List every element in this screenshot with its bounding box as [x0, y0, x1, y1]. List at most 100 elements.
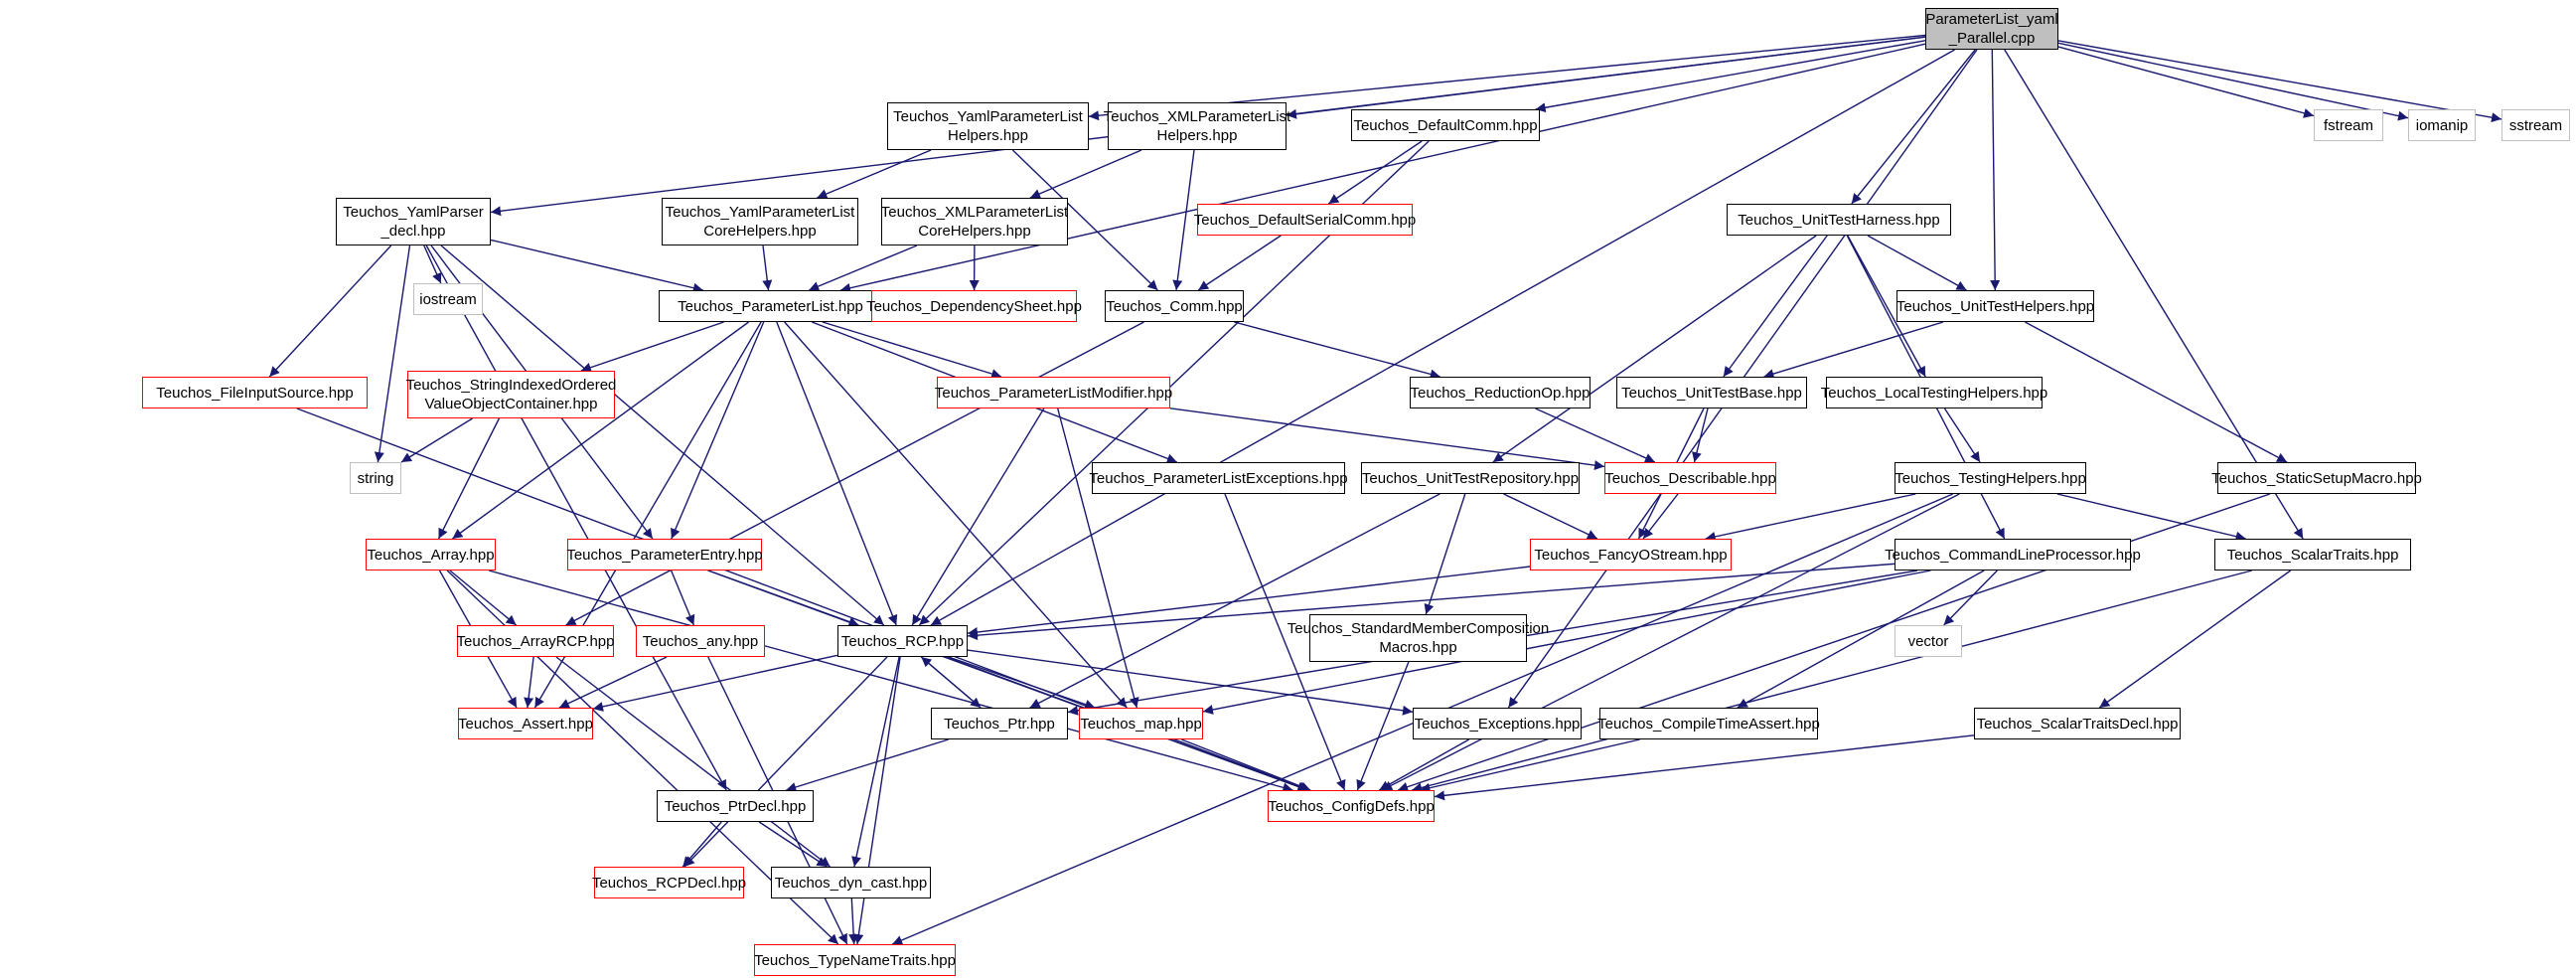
edge-cmdline-to-rcp: [967, 563, 1895, 641]
node-typenametraits[interactable]: Teuchos_TypeNameTraits.hpp: [754, 944, 956, 976]
edge-arrayrcp-to-dyncast: [555, 656, 832, 868]
node-reductionop[interactable]: Teuchos_ReductionOp.hpp: [1410, 377, 1591, 408]
edge-cmdline-to-map: [1202, 570, 1931, 715]
edge-ptr-to-ptrdecl: [786, 738, 949, 792]
node-array[interactable]: Teuchos_Array.hpp: [366, 539, 496, 570]
edge-root-to-fstream: [2057, 46, 2315, 118]
node-yamlparser[interactable]: Teuchos_YamlParser _decl.hpp: [336, 198, 491, 245]
edge-scalartraits-to-configdefs: [1412, 570, 2252, 793]
edge-localtesting-to-testinghelpers: [1943, 408, 1981, 463]
node-xmlcore[interactable]: Teuchos_XMLParameterList CoreHelpers.hpp: [881, 198, 1068, 245]
edge-paramlist-to-map: [784, 321, 1128, 709]
node-scalartraitsdecl[interactable]: Teuchos_ScalarTraitsDecl.hpp: [1974, 708, 2181, 739]
node-scalartraits[interactable]: Teuchos_ScalarTraits.hpp: [2214, 539, 2411, 570]
node-unittestrepo[interactable]: Teuchos_UnitTestRepository.hpp: [1361, 462, 1580, 494]
edge-unittesthelpers-to-unittestbase: [1763, 321, 1944, 379]
edge-testinghelpers-to-fancyostream: [1705, 493, 1916, 542]
node-iomanip: iomanip: [2408, 109, 2476, 141]
edge-testinghelpers-to-scalartraits: [2056, 493, 2246, 542]
edge-paramentry-to-any: [670, 570, 695, 626]
node-compiletime[interactable]: Teuchos_CompileTimeAssert.hpp: [1597, 708, 1820, 739]
node-yamlhelpers[interactable]: Teuchos_YamlParameterList Helpers.hpp: [887, 102, 1089, 150]
node-assert[interactable]: Teuchos_Assert.hpp: [458, 708, 593, 739]
node-rcpdecl[interactable]: Teuchos_RCPDecl.hpp: [592, 867, 746, 898]
edge-root-to-sstream: [2057, 40, 2502, 123]
node-defaultcomm[interactable]: Teuchos_DefaultComm.hpp: [1351, 109, 1540, 141]
node-plmodifier[interactable]: Teuchos_ParameterListModifier.hpp: [935, 377, 1172, 408]
edge-array-to-configdefs: [488, 570, 1293, 793]
node-arrayrcp[interactable]: Teuchos_ArrayRCP.hpp: [457, 625, 615, 657]
edge-plmodifier-to-map: [1057, 408, 1139, 709]
node-sstream: sstream: [2501, 109, 2570, 141]
edge-yamlparser-to-string: [374, 244, 411, 463]
edge-root-to-unittestharness: [1851, 49, 1976, 205]
edge-plmodifier-to-describable: [1169, 408, 1605, 471]
edge-paramlist-to-stringindexed: [580, 321, 724, 373]
edge-plexceptions-to-configdefs: [1224, 493, 1346, 791]
edge-unittestrepo-to-ptr: [1029, 493, 1440, 709]
edge-any-to-assert: [558, 656, 668, 709]
node-localtesting[interactable]: Teuchos_LocalTestingHelpers.hpp: [1821, 377, 2047, 408]
node-root[interactable]: ParameterList_yaml _Parallel.cpp: [1925, 8, 2058, 50]
node-unittesthelpers[interactable]: Teuchos_UnitTestHelpers.hpp: [1896, 290, 2094, 322]
edge-yamlcore-to-paramlist: [762, 244, 773, 291]
edge-rcp-to-exceptions: [967, 649, 1414, 716]
edge-xmlcore-to-paramlist: [808, 244, 918, 291]
edge-yamlparser-to-fileinput: [268, 244, 392, 378]
edge-root-to-unittesthelpers: [1990, 49, 2001, 291]
edge-paramlist-to-rcp: [776, 321, 898, 626]
node-map[interactable]: Teuchos_map.hpp: [1079, 708, 1203, 739]
node-fileinput[interactable]: Teuchos_FileInputSource.hpp: [142, 377, 368, 408]
edge-exceptions-to-configdefs: [1378, 738, 1470, 791]
node-string: string: [350, 462, 401, 494]
node-stringindexed[interactable]: Teuchos_StringIndexedOrdered ValueObject…: [406, 371, 616, 418]
edge-root-to-defaultcomm: [1535, 40, 1926, 113]
edge-paramlist-to-array: [451, 321, 750, 540]
node-configdefs[interactable]: Teuchos_ConfigDefs.hpp: [1268, 790, 1435, 822]
node-any[interactable]: Teuchos_any.hpp: [636, 625, 765, 657]
edge-stringindexed-to-string: [400, 417, 473, 463]
node-ptrdecl[interactable]: Teuchos_PtrDecl.hpp: [657, 790, 814, 822]
node-defserialcomm[interactable]: Teuchos_DefaultSerialComm.hpp: [1194, 204, 1416, 236]
node-xmlhelpers[interactable]: Teuchos_XMLParameterList Helpers.hpp: [1104, 102, 1290, 150]
edge-fancyostream-to-rcp: [967, 566, 1531, 637]
edge-yamlparser-to-rcp: [440, 244, 885, 626]
edge-unittestrepo-to-stdmember: [1424, 493, 1466, 615]
node-yamlcore[interactable]: Teuchos_YamlParameterList CoreHelpers.hp…: [662, 198, 858, 245]
node-dyncast[interactable]: Teuchos_dyn_cast.hpp: [771, 867, 931, 898]
edge-map-to-configdefs: [1181, 738, 1311, 791]
edge-stringindexed-to-array: [437, 417, 501, 540]
edge-yamlparser-to-paramlist: [490, 239, 703, 293]
edge-comm-to-reductionop: [1234, 321, 1440, 380]
node-paramlist[interactable]: Teuchos_ParameterList.hpp: [659, 290, 882, 322]
node-comm[interactable]: Teuchos_Comm.hpp: [1105, 290, 1244, 322]
edge-yamlparser-to-iostream: [423, 244, 442, 284]
node-paramentry[interactable]: Teuchos_ParameterEntry.hpp: [566, 539, 763, 570]
node-exceptions[interactable]: Teuchos_Exceptions.hpp: [1413, 708, 1582, 739]
edge-compiletime-to-configdefs: [1420, 738, 1640, 793]
node-testinghelpers[interactable]: Teuchos_TestingHelpers.hpp: [1894, 462, 2086, 494]
edge-defaultcomm-to-defserialcomm: [1327, 140, 1423, 205]
edge-plmodifier-to-rcp: [911, 408, 1045, 626]
node-staticsetup[interactable]: Teuchos_StaticSetupMacro.hpp: [2211, 462, 2422, 494]
edge-cmdline-to-vector: [1943, 570, 1998, 626]
node-ptr[interactable]: Teuchos_Ptr.hpp: [931, 708, 1068, 739]
node-rcp[interactable]: Teuchos_RCP.hpp: [837, 625, 968, 657]
node-depsheet[interactable]: Teuchos_DependencySheet.hpp: [866, 290, 1082, 322]
edge-unittestharness-to-localtesting: [1847, 235, 1926, 378]
edge-yamlhelpers-to-yamlcore: [817, 149, 932, 199]
edge-ptrdecl-to-dyncast: [758, 821, 828, 868]
node-unittestbase[interactable]: Teuchos_UnitTestBase.hpp: [1616, 377, 1807, 408]
node-iostream: iostream: [413, 283, 483, 315]
edge-arrayrcp-to-assert: [524, 656, 534, 709]
node-describable[interactable]: Teuchos_Describable.hpp: [1604, 462, 1776, 494]
edge-root-to-iomanip: [2057, 42, 2409, 121]
node-plexceptions[interactable]: Teuchos_ParameterListExceptions.hpp: [1089, 462, 1348, 494]
node-fancyostream[interactable]: Teuchos_FancyOStream.hpp: [1530, 539, 1732, 570]
edge-root-to-rcp: [930, 49, 1955, 626]
edge-defserialcomm-to-comm: [1197, 235, 1282, 291]
node-stdmember[interactable]: Teuchos_StandardMemberComposition Macros…: [1288, 614, 1549, 662]
node-cmdline[interactable]: Teuchos_CommandLineProcessor.hpp: [1885, 539, 2141, 570]
node-unittestharness[interactable]: Teuchos_UnitTestHarness.hpp: [1727, 204, 1951, 236]
edge-scalartraitsdecl-to-configdefs: [1434, 734, 1975, 801]
